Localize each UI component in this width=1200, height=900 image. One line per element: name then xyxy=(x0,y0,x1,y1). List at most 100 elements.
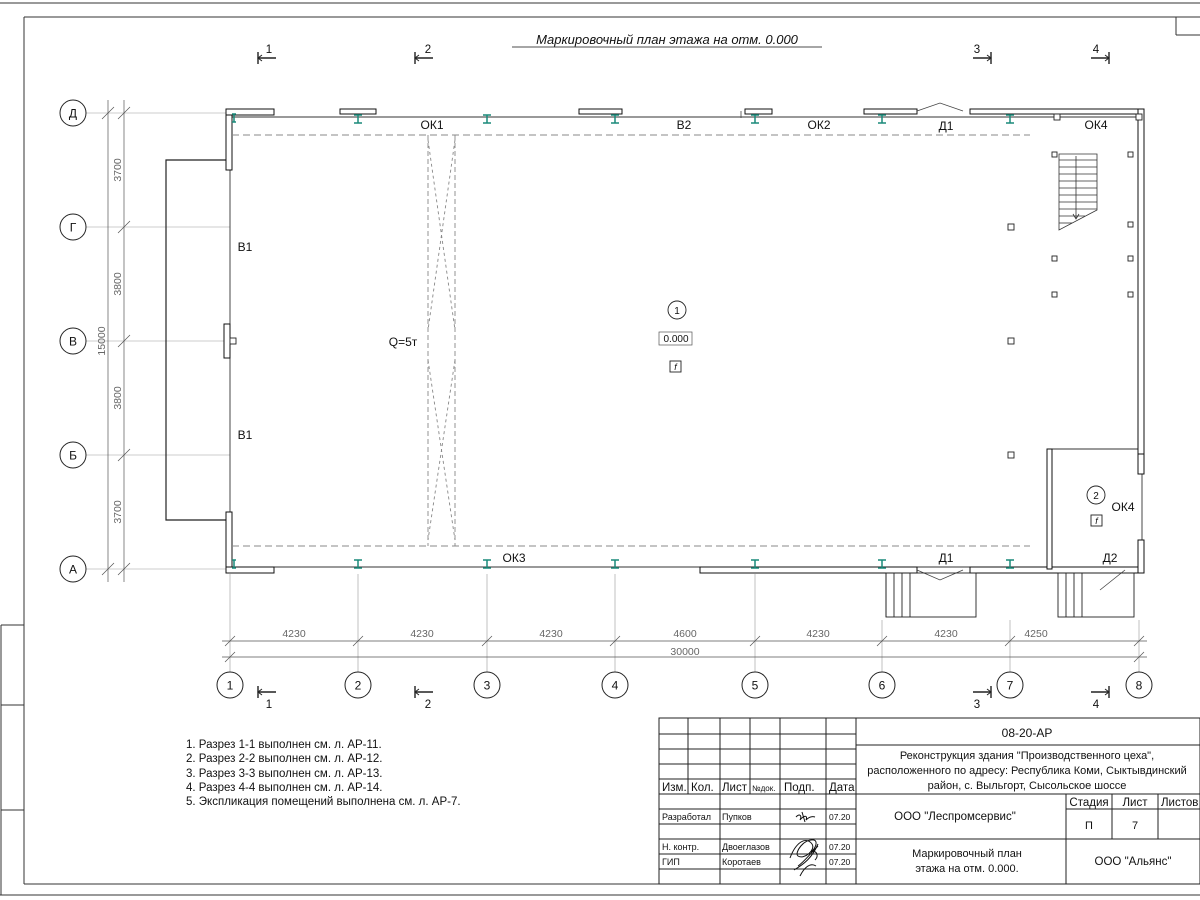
axis-bubble-3: 3 xyxy=(473,671,501,699)
label-ok1: ОК1 xyxy=(421,118,444,132)
svg-text:4: 4 xyxy=(612,679,619,693)
left-dim-3: 3800 xyxy=(112,386,124,410)
left-dimension-chain xyxy=(101,100,131,582)
stamp-row3-role: ГИП xyxy=(662,857,680,867)
section-label-4-bottom: 4 xyxy=(1093,699,1100,711)
svg-text:3: 3 xyxy=(484,679,491,693)
svg-text:1: 1 xyxy=(227,679,234,693)
stamp-company: ООО "Альянс" xyxy=(1095,856,1172,868)
bottom-dim-6: 4230 xyxy=(934,628,958,640)
stamp-row2-name: Двоеглазов xyxy=(722,842,770,852)
label-ok4-room: ОК4 xyxy=(1112,500,1135,514)
label-crane-load: Q=5т xyxy=(389,335,418,349)
stamp-col-kol: Кол. xyxy=(691,782,714,794)
bottom-dim-1: 4230 xyxy=(282,628,306,640)
room-1-level: 0.000 xyxy=(663,334,688,345)
svg-text:8: 8 xyxy=(1136,679,1143,693)
label-d1-bottom: Д1 xyxy=(939,551,954,565)
signature-normcontrol xyxy=(789,839,819,877)
axis-bubble-1: 1 xyxy=(216,671,244,699)
left-dim-2: 3800 xyxy=(112,272,124,296)
axis-bubble-g: Г xyxy=(59,213,87,241)
svg-text:А: А xyxy=(69,563,77,577)
stamp-stage-label: Стадия xyxy=(1069,797,1108,809)
bottom-dim-7: 4250 xyxy=(1024,628,1048,640)
label-v1-lower: В1 xyxy=(238,428,253,442)
bottom-dim-2: 4230 xyxy=(410,628,434,640)
section-markers xyxy=(257,52,1110,698)
crane-runway xyxy=(232,134,1030,547)
room-2-number: 2 xyxy=(1093,491,1099,502)
label-v2: В2 xyxy=(677,118,692,132)
room-1-number: 1 xyxy=(674,306,680,317)
axis-bubble-b: Б xyxy=(59,441,87,469)
axis-bubble-2: 2 xyxy=(344,671,372,699)
bottom-dim-4: 4600 xyxy=(673,628,697,640)
wall-segments xyxy=(223,108,1145,574)
stamp-project-line-3: район, с. Выльгорт, Сысольское шоссе xyxy=(928,780,1127,792)
stamp-row1-date: 07.20 xyxy=(829,812,851,822)
room-1-floor-type: f xyxy=(674,362,678,372)
room-2-floor-type: f xyxy=(1095,516,1099,526)
room-marker-1: 1 0.000 f xyxy=(658,300,693,373)
stamp-col-data: Дата xyxy=(829,782,855,794)
axis-bubble-7: 7 xyxy=(996,671,1024,699)
section-label-1-top: 1 xyxy=(266,44,272,56)
stamp-row2-role: Н. контр. xyxy=(662,842,699,852)
note-5: 5. Экспликация помещений выполнена см. л… xyxy=(186,796,461,809)
stamp-row3-name: Коротаев xyxy=(722,857,761,867)
bottom-dimension-chain xyxy=(222,635,1147,663)
svg-text:5: 5 xyxy=(752,679,759,693)
section-label-1-bottom: 1 xyxy=(266,699,272,711)
axis-lines xyxy=(86,112,1140,672)
stamp-col-izm: Изм. xyxy=(662,782,687,794)
axis-bubble-5: 5 xyxy=(741,671,769,699)
label-ok2: ОК2 xyxy=(808,118,831,132)
building-plan xyxy=(165,102,1145,618)
stamp-row1-role: Разработал xyxy=(662,812,711,822)
stamp-drawing-title-1: Маркировочный план xyxy=(912,848,1022,860)
bottom-dim-5: 4230 xyxy=(806,628,830,640)
title-block xyxy=(658,717,1200,885)
svg-text:7: 7 xyxy=(1007,679,1014,693)
staircase xyxy=(1058,153,1098,231)
stamp-project-line-2: расположенного по адресу: Республика Ком… xyxy=(867,765,1187,777)
section-label-3-bottom: 3 xyxy=(974,699,980,711)
stamp-row1-name: Пупков xyxy=(722,812,752,822)
stamp-col-podp: Подп. xyxy=(784,782,815,794)
section-label-3-top: 3 xyxy=(974,44,980,56)
left-annex xyxy=(165,159,226,521)
room-marker-2: 2 f xyxy=(1086,485,1106,527)
drawing-notes: 1. Разрез 1-1 выполнен см. л. АР-11. 2. … xyxy=(186,738,461,809)
axis-bubble-a: А xyxy=(59,555,87,583)
stamp-row3-date: 07.20 xyxy=(829,857,851,867)
stamp-code: 08-20-АР xyxy=(1002,726,1053,740)
section-label-2-top: 2 xyxy=(425,44,431,56)
svg-text:Б: Б xyxy=(69,449,77,463)
stamp-col-list: Лист xyxy=(722,782,748,794)
axis-bubble-d: Д xyxy=(59,99,87,127)
axis-bubble-v: В xyxy=(59,327,87,355)
label-v1-upper: В1 xyxy=(238,240,253,254)
letter-axes: Д Г В Б А xyxy=(59,99,87,583)
stamp-organization: ООО "Леспромсервис" xyxy=(894,811,1016,823)
signatures xyxy=(789,811,819,877)
signature-developer xyxy=(795,811,816,823)
stamp-drawing-title-2: этажа на отм. 0.000. xyxy=(915,863,1018,875)
stamp-sheet-value: 7 xyxy=(1132,820,1138,832)
stamp-stage-value: П xyxy=(1085,820,1093,832)
svg-text:Г: Г xyxy=(70,221,77,235)
label-d1-top: Д1 xyxy=(939,119,954,133)
svg-text:2: 2 xyxy=(355,679,362,693)
section-label-2-bottom: 2 xyxy=(425,699,431,711)
stamp-col-ndok: №док. xyxy=(752,784,775,793)
drawing-title: Маркировочный план этажа на отм. 0.000 xyxy=(536,32,799,47)
column-marks xyxy=(232,113,1014,569)
label-ok3: ОК3 xyxy=(503,551,526,565)
note-3: 3. Разрез 3-3 выполнен см. л. АР-13. xyxy=(186,767,383,780)
bottom-dim-total: 30000 xyxy=(670,646,699,658)
svg-text:6: 6 xyxy=(879,679,886,693)
axis-bubble-4: 4 xyxy=(601,671,629,699)
left-dim-total: 15000 xyxy=(96,326,108,355)
